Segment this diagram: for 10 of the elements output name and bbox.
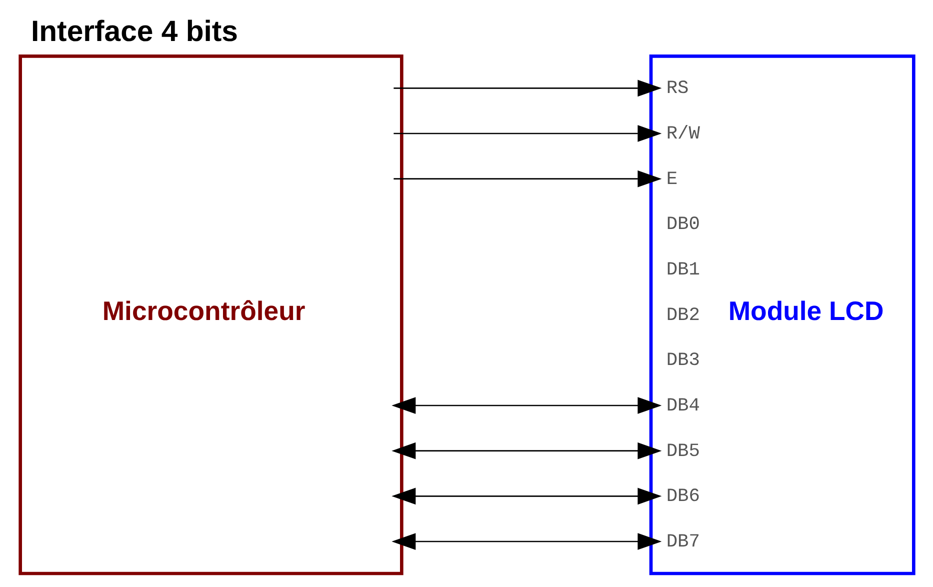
arrow	[393, 170, 662, 188]
node-box: RS Module LCD R/W E DB0 DB1 DB2 DB3 DB4 DB5 DB6 DB7	[648, 54, 915, 576]
arrow	[391, 397, 662, 414]
arrow	[391, 442, 662, 460]
arrow	[391, 533, 662, 550]
arrow	[391, 488, 662, 505]
node-box: Microcontrôleur	[18, 54, 403, 576]
diagram-title: Interface 4 bits	[30, 14, 238, 48]
arrow	[393, 80, 662, 97]
arrow	[393, 125, 662, 142]
